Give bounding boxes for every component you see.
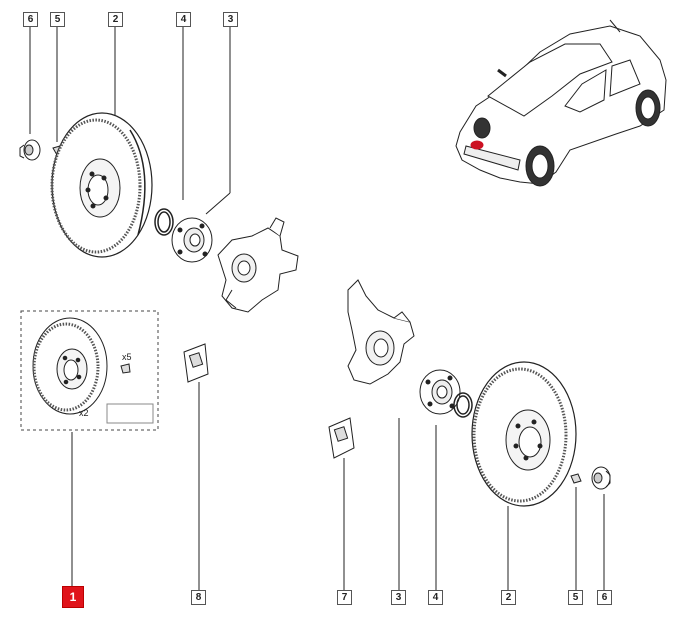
label-card-8	[183, 343, 209, 383]
kit-box	[20, 310, 159, 431]
callout-8-bottom[interactable]: 8	[191, 590, 206, 605]
brake-disc-bottom	[471, 361, 577, 507]
label-card-7	[328, 417, 355, 459]
car-illustration	[455, 19, 667, 187]
callout-2-top[interactable]: 2	[108, 12, 123, 27]
callout-1-bottom[interactable]: 1	[62, 586, 84, 608]
callout-6-top[interactable]: 6	[23, 12, 38, 27]
callout-2-bottom[interactable]: 2	[501, 590, 516, 605]
callout-3-bottom[interactable]: 3	[391, 590, 406, 605]
hub-nut-top	[19, 139, 41, 161]
snap-ring-bottom	[453, 392, 473, 418]
callout-6-bottom[interactable]: 6	[597, 590, 612, 605]
kit-brake-disc	[32, 317, 108, 415]
brake-disc-top	[50, 112, 153, 258]
kit-screw-quantity: x5	[122, 352, 132, 362]
screw-bottom	[570, 473, 582, 484]
brand-logo-icon	[470, 140, 484, 150]
callout-4-bottom[interactable]: 4	[428, 590, 443, 605]
callout-4-top[interactable]: 4	[176, 12, 191, 27]
hub-bearing-bottom	[419, 369, 461, 415]
kit-disc-quantity: x2	[79, 408, 89, 418]
callout-3-top[interactable]: 3	[223, 12, 238, 27]
steering-knuckle-top	[217, 217, 299, 313]
hub-nut-bottom	[591, 466, 611, 490]
hub-bearing-top	[171, 217, 213, 263]
callout-7-bottom[interactable]: 7	[337, 590, 352, 605]
snap-ring-top	[154, 208, 174, 236]
callout-5-top[interactable]: 5	[50, 12, 65, 27]
callout-5-bottom[interactable]: 5	[568, 590, 583, 605]
kit-screw-icon	[120, 363, 131, 374]
steering-knuckle-bottom	[347, 279, 415, 385]
